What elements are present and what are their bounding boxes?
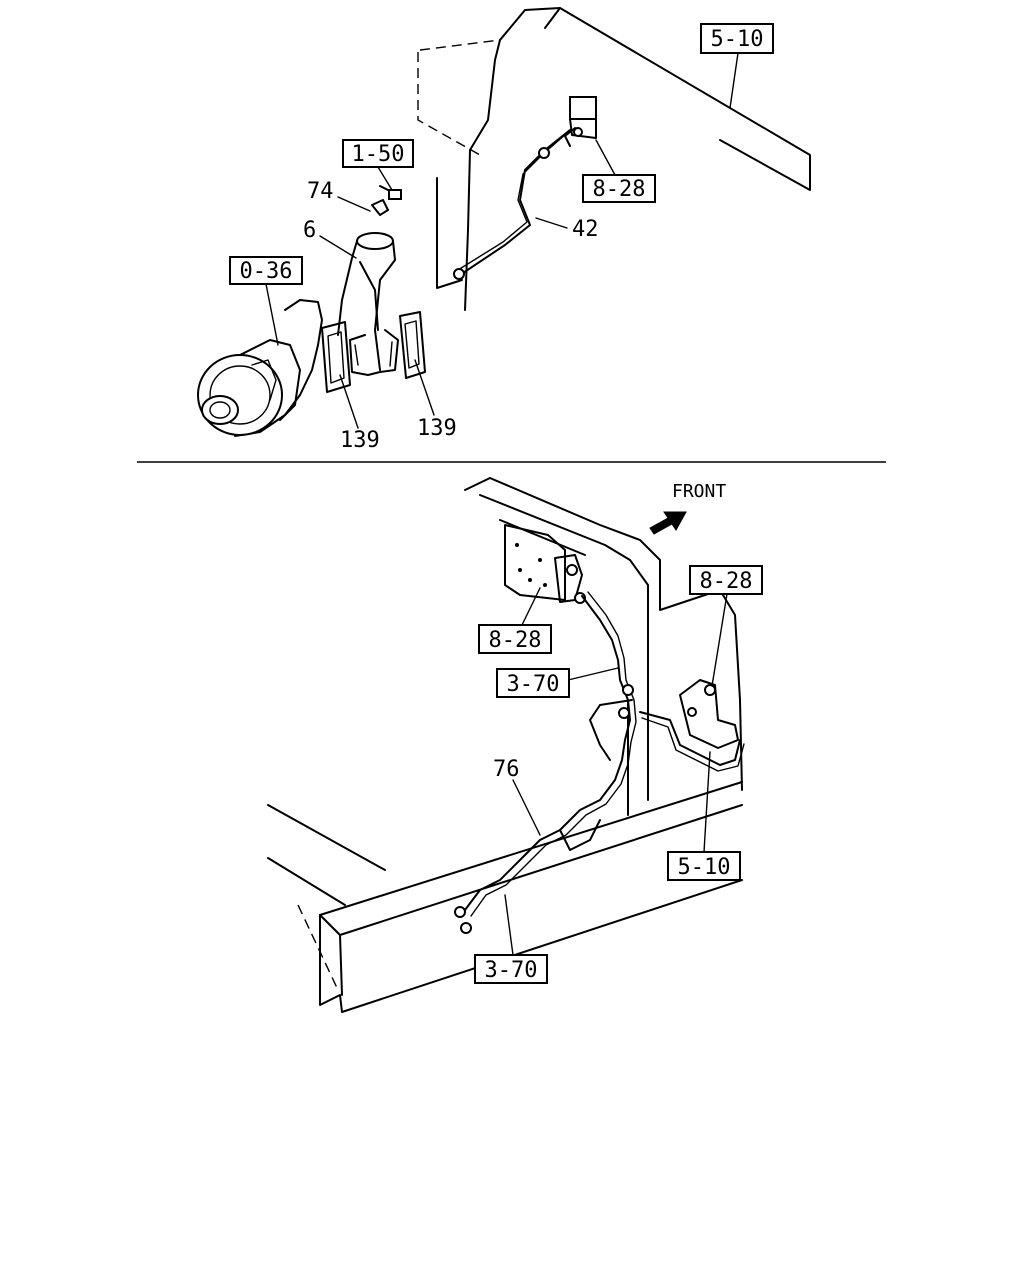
part-number-139-right: 139	[417, 416, 457, 441]
valve-8-28-top	[564, 96, 597, 147]
lower-view: FRONT	[267, 477, 763, 1013]
part-number-42: 42	[572, 217, 599, 242]
ref-label-5-10-top: 5-10	[711, 27, 764, 52]
valve-8-28-left	[554, 554, 586, 604]
cross-member	[464, 477, 743, 816]
exhaust-pipe-6	[337, 232, 399, 376]
upper-frame	[417, 7, 811, 311]
ref-label-3-70-lower: 3-70	[485, 958, 538, 983]
ref-label-0-36: 0-36	[240, 259, 293, 284]
gasket-139-right	[399, 311, 426, 379]
ref-box-8-28-right: 8-28	[689, 565, 763, 595]
ref-label-8-28-right: 8-28	[700, 569, 753, 594]
part-number-74: 74	[307, 179, 334, 204]
valve-8-28-right	[679, 679, 739, 749]
part-number-6: 6	[303, 218, 316, 243]
pipe-42	[453, 129, 571, 280]
turbocharger	[197, 299, 323, 437]
part-number-139-left: 139	[340, 428, 380, 453]
ref-label-1-50: 1-50	[352, 142, 405, 167]
ref-box-5-10-top: 5-10	[700, 23, 774, 54]
brake-pipes	[454, 591, 745, 934]
gasket-139-left	[321, 321, 351, 393]
ref-box-8-28-left: 8-28	[478, 624, 552, 654]
lower-leader-lines	[504, 587, 728, 956]
upper-view: 5-10 1-50 8-28 0-36 74 6 42 139 139	[197, 7, 811, 453]
front-arrow-icon	[649, 511, 687, 535]
front-arrow-indicator: FRONT	[649, 481, 726, 535]
ref-box-1-50: 1-50	[342, 139, 414, 168]
ref-label-8-28-top: 8-28	[593, 177, 646, 202]
front-label: FRONT	[672, 481, 726, 502]
ref-box-5-10-lower: 5-10	[667, 851, 741, 881]
ref-box-8-28-top: 8-28	[582, 174, 656, 203]
fitting-74	[371, 177, 463, 289]
ref-box-3-70-lower: 3-70	[474, 954, 548, 984]
ref-label-5-10-lower: 5-10	[678, 855, 731, 880]
ref-label-8-28-left: 8-28	[489, 628, 542, 653]
part-number-76: 76	[493, 757, 520, 782]
mounting-plate	[504, 524, 566, 601]
ref-box-3-70-upper: 3-70	[496, 668, 570, 698]
upper-leader-lines	[265, 52, 739, 429]
ref-box-0-36: 0-36	[229, 256, 303, 285]
ref-label-3-70-upper: 3-70	[507, 672, 560, 697]
